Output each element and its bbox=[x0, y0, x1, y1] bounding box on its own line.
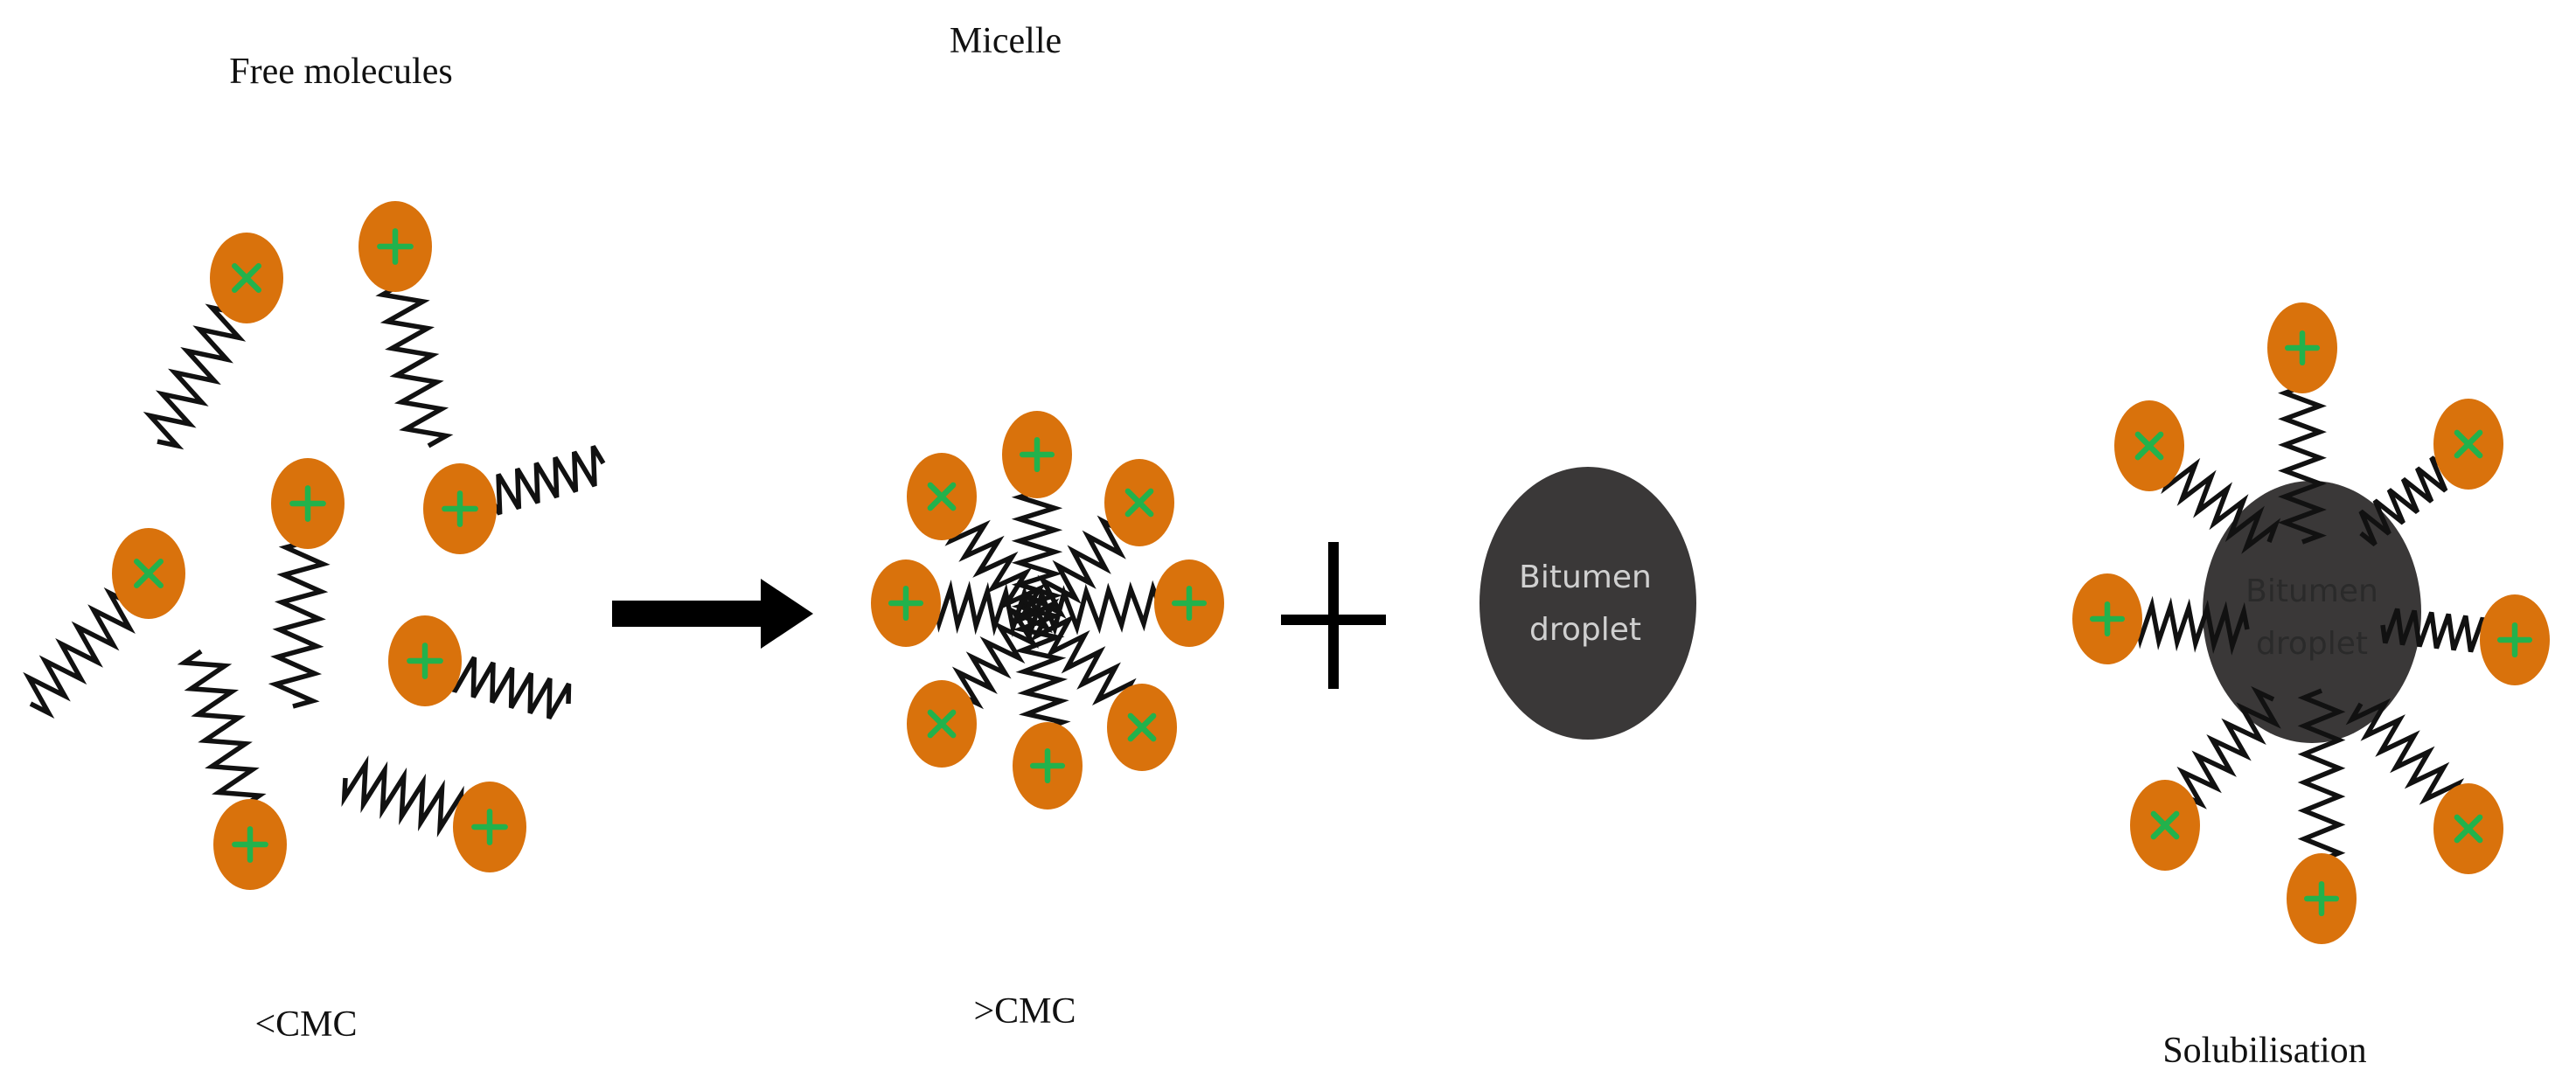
hydrocarbon-tail bbox=[143, 303, 247, 450]
hydrocarbon-tail bbox=[951, 606, 1053, 710]
droplet-shape bbox=[1479, 467, 1696, 740]
hydrocarbon-tail bbox=[2358, 455, 2448, 546]
surfactant-molecule bbox=[177, 649, 287, 890]
solubilisation-molecules-group bbox=[2072, 302, 2550, 944]
solubilised-droplet-label-line2: droplet bbox=[2256, 626, 2368, 662]
hydrocarbon-tail bbox=[23, 587, 136, 719]
label-above-cmc: >CMC bbox=[973, 991, 1076, 1032]
label-below-cmc: <CMC bbox=[254, 1004, 357, 1045]
surfactant-molecule bbox=[2287, 688, 2357, 944]
surfactant-molecule bbox=[23, 528, 185, 719]
cross-icon bbox=[1124, 488, 1154, 518]
plus-icon bbox=[2089, 601, 2126, 637]
plus-icon bbox=[888, 585, 924, 622]
cross-icon bbox=[133, 558, 164, 589]
plus-icon bbox=[1029, 747, 1066, 784]
surfactant-molecule bbox=[1034, 559, 1224, 647]
surfactant-molecule bbox=[907, 606, 1053, 768]
hydrocarbon-tail bbox=[2134, 595, 2250, 656]
hydrocarbon-tail bbox=[375, 282, 454, 448]
hydrocarbon-tail bbox=[2278, 384, 2327, 545]
hydrocarbon-tail bbox=[2345, 698, 2465, 805]
label-micelle: Micelle bbox=[950, 21, 1062, 61]
surfactant-molecule bbox=[907, 453, 1047, 626]
plus-icon bbox=[471, 809, 508, 845]
surfactant-molecule bbox=[1012, 609, 1083, 810]
surfactant-molecule bbox=[2267, 302, 2337, 545]
cross-icon bbox=[1127, 712, 1157, 742]
solubilised-droplet: Bitumen droplet bbox=[2072, 302, 2550, 944]
hydrocarbon-tail bbox=[341, 754, 464, 837]
plus-operator-icon bbox=[1281, 542, 1386, 689]
surfactant-molecule bbox=[341, 754, 526, 872]
cross-icon bbox=[2134, 431, 2164, 461]
surfactant-molecule bbox=[388, 615, 572, 719]
hydrocarbon-tail bbox=[2176, 685, 2281, 810]
droplet-label-line2: droplet bbox=[1529, 612, 1641, 648]
hydrocarbon-tail bbox=[944, 519, 1047, 626]
hydrocarbon-tail bbox=[487, 445, 606, 516]
surfactant-molecule bbox=[2072, 573, 2250, 664]
surfactant-molecule bbox=[2345, 698, 2503, 874]
surfactant-molecule bbox=[423, 445, 606, 554]
plus-icon bbox=[442, 490, 478, 527]
hydrocarbon-tail bbox=[1030, 598, 1137, 705]
cross-icon bbox=[2454, 429, 2483, 459]
surfactant-molecule bbox=[2114, 400, 2281, 554]
plus-icon bbox=[377, 228, 414, 265]
cross-icon bbox=[927, 709, 957, 739]
solubilised-droplet-label-line1: Bitumen bbox=[2245, 573, 2378, 609]
droplet-label-line1: Bitumen bbox=[1519, 559, 1652, 595]
cross-icon bbox=[2150, 810, 2180, 840]
plus-icon bbox=[2496, 622, 2533, 658]
label-solubilisation: Solubilisation bbox=[2162, 1031, 2366, 1071]
cross-icon bbox=[231, 262, 262, 294]
plus-icon bbox=[1171, 585, 1208, 622]
bitumen-droplet: Bitumen droplet bbox=[1479, 467, 1696, 740]
surfactant-molecule bbox=[359, 201, 454, 448]
surfactant-molecule bbox=[268, 458, 345, 709]
plus-icon bbox=[232, 826, 268, 863]
hydrocarbon-tail bbox=[1012, 609, 1071, 732]
surfactant-molecule bbox=[1002, 411, 1072, 615]
hydrocarbon-tail bbox=[2297, 688, 2346, 863]
surfactant-molecule bbox=[2380, 594, 2550, 685]
surfactant-molecule bbox=[1030, 598, 1177, 771]
hydrocarbon-tail bbox=[268, 539, 331, 709]
plus-icon bbox=[289, 485, 326, 522]
plus-icon bbox=[2284, 330, 2321, 366]
plus-icon bbox=[2303, 880, 2340, 917]
free-molecules-group bbox=[23, 201, 606, 890]
cross-icon bbox=[2454, 814, 2483, 844]
plus-icon bbox=[407, 643, 443, 679]
label-free-molecules: Free molecules bbox=[229, 52, 452, 92]
micelle-group bbox=[871, 411, 1224, 810]
plus-icon bbox=[1019, 436, 1055, 473]
hydrocarbon-tail bbox=[451, 656, 572, 719]
cross-icon bbox=[927, 482, 957, 511]
surfactant-molecule bbox=[2358, 399, 2503, 546]
surfactant-molecule bbox=[2130, 685, 2281, 871]
surfactant-molecule bbox=[143, 233, 283, 450]
hydrocarbon-tail bbox=[2380, 608, 2488, 653]
droplet-shape bbox=[2203, 481, 2421, 743]
hydrocarbon-tail bbox=[177, 649, 267, 810]
arrow-right-icon bbox=[612, 579, 813, 649]
hydrocarbon-tail bbox=[2161, 457, 2281, 554]
hydrocarbon-tail bbox=[1011, 489, 1063, 615]
